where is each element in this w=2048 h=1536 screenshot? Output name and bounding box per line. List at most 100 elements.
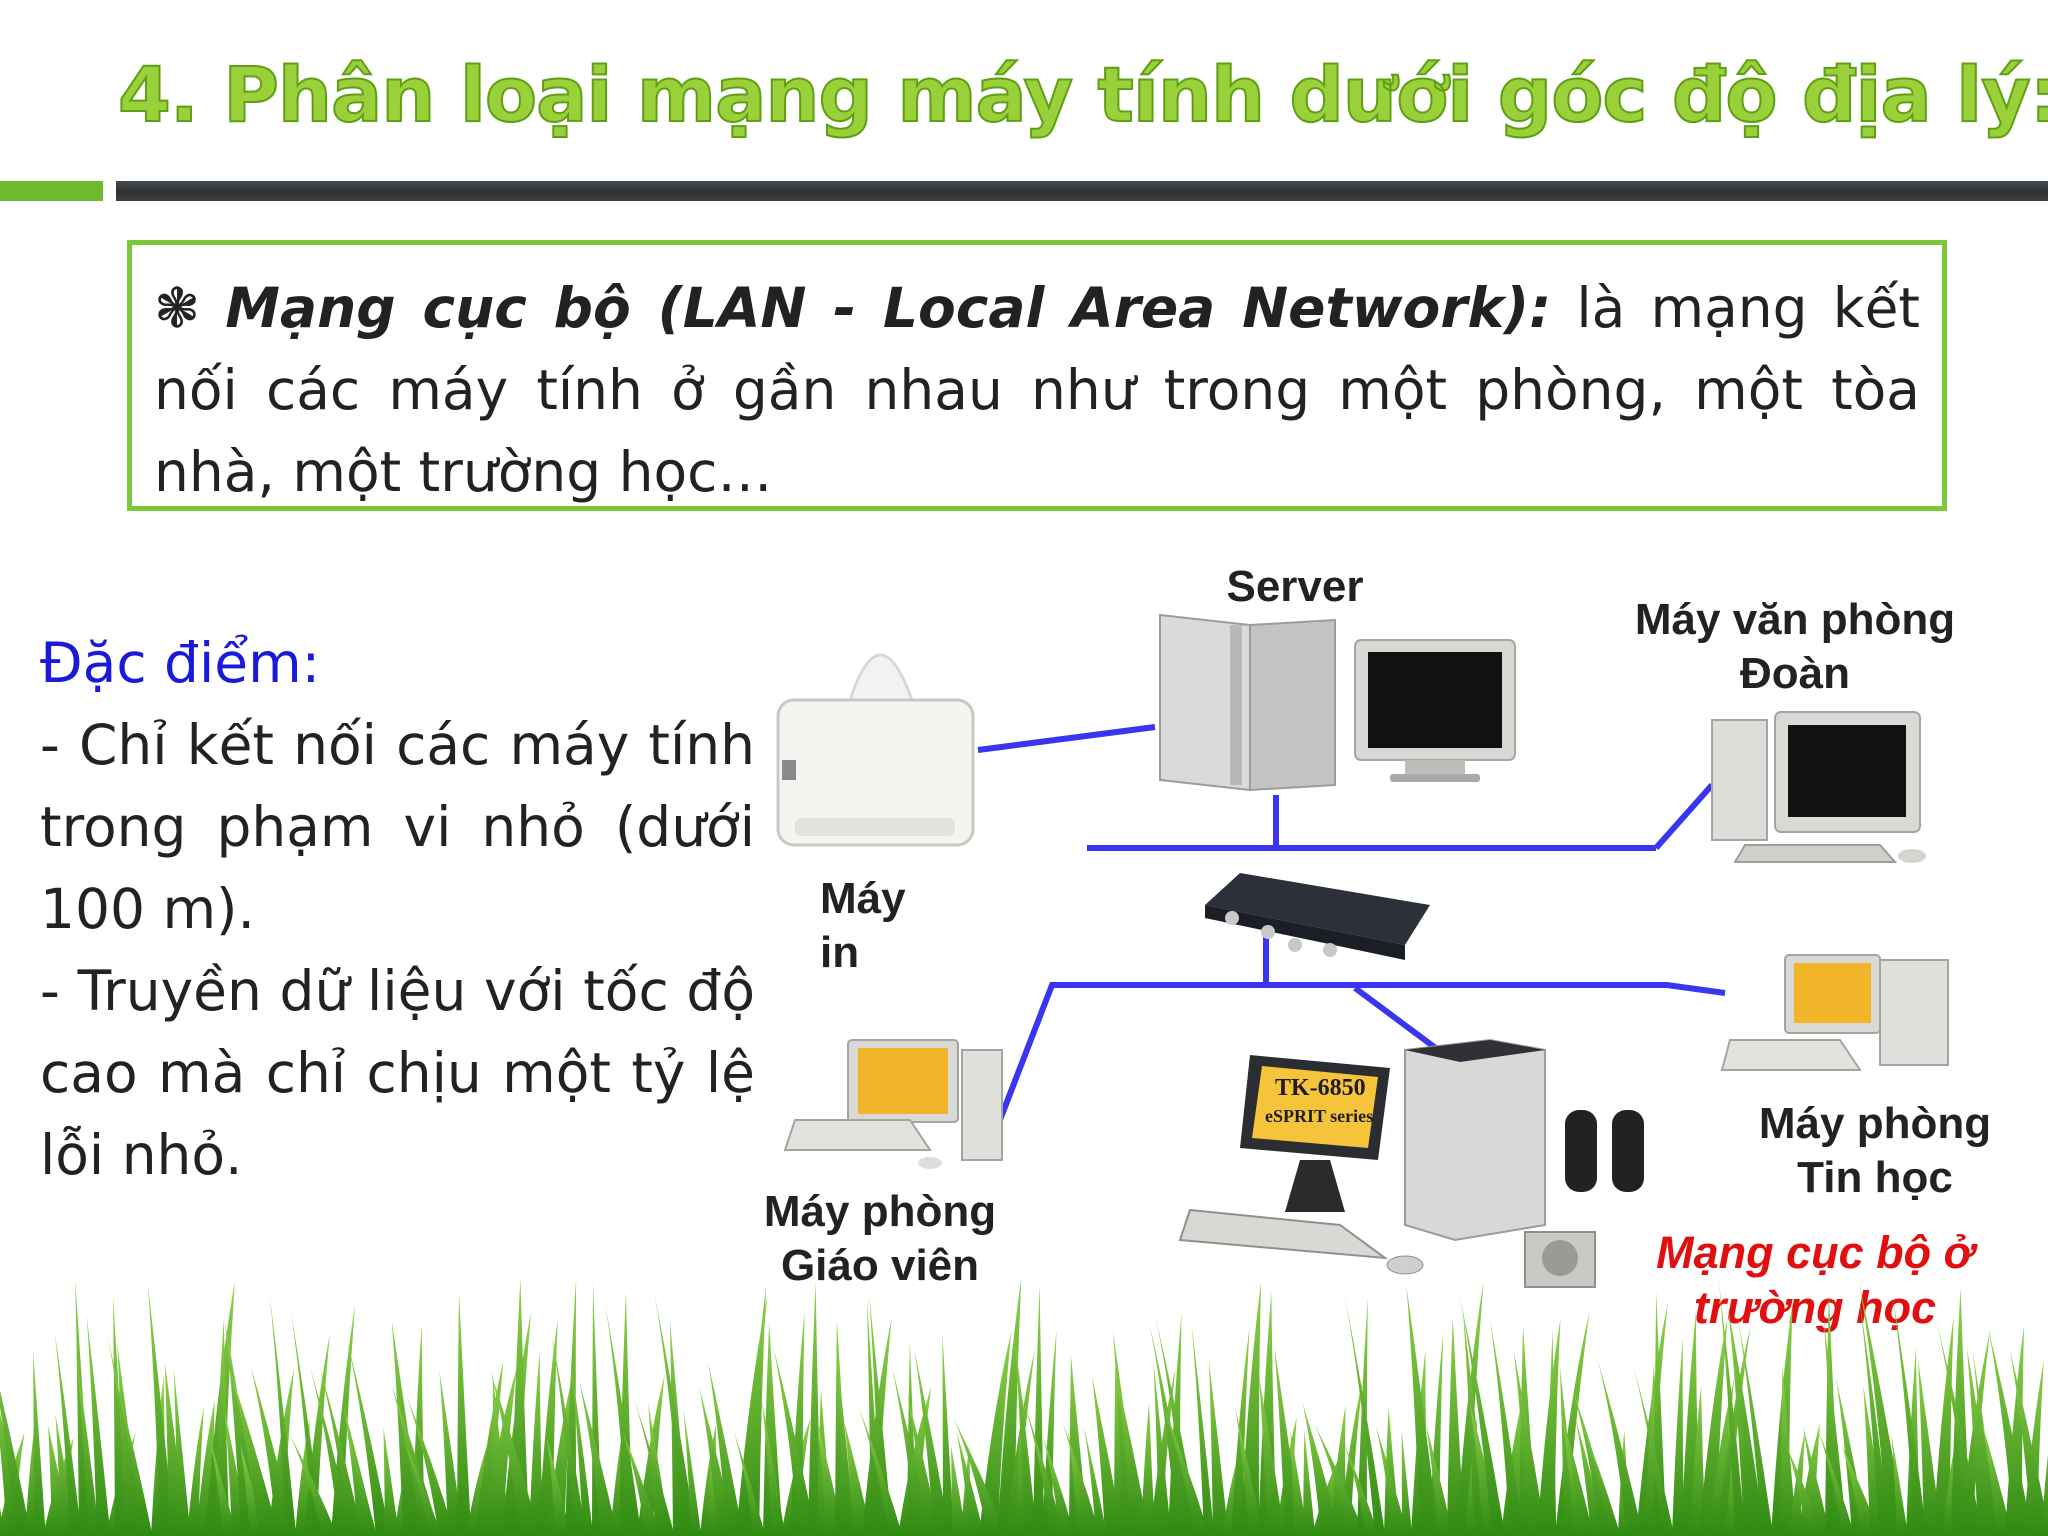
bullet-icon: ❃ (154, 276, 201, 340)
grass-blade (1209, 1361, 1229, 1536)
grass-blade (1042, 1436, 1075, 1536)
grass-blade (1546, 1329, 1557, 1536)
grass-blade (1191, 1322, 1215, 1536)
grass-blade (490, 1371, 540, 1536)
grass-blade (1083, 1426, 1108, 1536)
grass-blade (76, 1353, 100, 1536)
grass-blade (1114, 1366, 1150, 1536)
network-switch-icon (1205, 873, 1430, 960)
grass-blade (1724, 1289, 1766, 1536)
grass-blade (1823, 1316, 1847, 1536)
grass-blade (857, 1404, 903, 1536)
grass-blade (1672, 1337, 1684, 1536)
grass-blade (808, 1282, 822, 1536)
features-heading: Đặc điểm: (40, 631, 321, 695)
grass-blade (1153, 1361, 1172, 1536)
grass-blade (347, 1339, 391, 1536)
grass-blade (406, 1394, 456, 1536)
grass-blade (1988, 1328, 2033, 1536)
grass-blade (1303, 1430, 1316, 1536)
teacher-computer-icon (783, 1039, 1003, 1169)
grass-blade (550, 1330, 587, 1536)
grass-blade (1718, 1278, 1746, 1536)
monitor-series-text: eSPRIT series (1265, 1106, 1373, 1126)
grass-blade (1802, 1425, 1831, 1536)
grass-blade (230, 1371, 279, 1536)
grass-blade (956, 1430, 985, 1536)
grass-blade (383, 1427, 400, 1536)
grass-blade (2041, 1453, 2048, 1536)
grass-blade (1690, 1385, 1706, 1536)
grass-blade (1786, 1445, 1824, 1536)
printer-icon (776, 653, 975, 847)
grass-blade (1258, 1375, 1285, 1536)
grass-blade (1340, 1276, 1386, 1536)
grass-blade (1816, 1424, 1855, 1536)
grass-blade (1425, 1423, 1454, 1536)
grass-blade (86, 1314, 111, 1536)
grass-blade (1708, 1378, 1735, 1536)
lab-computer-label: Máy phòng Tin học (1758, 1099, 1992, 1202)
lab-computer-icon (1720, 954, 1949, 1071)
grass-blade (953, 1417, 1007, 1536)
grass-blade (1859, 1297, 1891, 1536)
grass-blade (761, 1399, 786, 1536)
definition-text: là mạng kết nối các máy tính ở gần nhau … (154, 276, 1920, 504)
grass-blade (33, 1350, 46, 1536)
server-label: Server (1226, 562, 1364, 611)
grass-blade (1578, 1415, 1621, 1536)
grass-blade (683, 1408, 702, 1536)
grass-blade (1313, 1423, 1366, 1536)
grass-blade (1891, 1289, 1927, 1536)
workstation-computer-icon: TK-6850 eSPRIT series (1178, 1038, 1644, 1288)
grass-blade (1558, 1404, 1594, 1536)
grass-blade (529, 1351, 543, 1536)
definition-term: Mạng cục bộ (LAN - Local Area Network): (225, 276, 1552, 340)
title-underline-accent (0, 181, 103, 201)
grass-blade (1375, 1425, 1408, 1536)
grass-blade (1406, 1284, 1439, 1536)
grass-blade (269, 1293, 297, 1536)
grass-blade (869, 1294, 893, 1536)
grass-blade (1597, 1359, 1644, 1536)
office-computer-label: Máy văn phòng Đoàn (1634, 595, 1956, 698)
grass-blade (1033, 1284, 1045, 1536)
grass-blade (654, 1292, 697, 1536)
grass-blade (0, 1390, 31, 1536)
grass-blade (54, 1331, 82, 1536)
grass-blade (1933, 1316, 1954, 1536)
grass-blade (546, 1437, 571, 1536)
grass-blade (210, 1441, 237, 1536)
grass-blade (708, 1362, 744, 1536)
grass-blade (1891, 1434, 1909, 1536)
grass-blade (173, 1369, 191, 1536)
grass-blade (1302, 1403, 1341, 1536)
grass-blade (1401, 1430, 1413, 1536)
grass-blade (2009, 1349, 2048, 1536)
grass-blade (630, 1389, 675, 1536)
slide-title: 4. Phân loại mạng máy tính dưới góc độ đ… (117, 49, 2048, 140)
grass-blade (457, 1291, 472, 1536)
feature-item: - Truyền dữ liệu với tốc độ cao mà chỉ c… (40, 959, 755, 1187)
grass-blade (1699, 1318, 1728, 1536)
grass-blade (1736, 1310, 1774, 1536)
title-underline-bar (116, 181, 2048, 201)
grass-blade (1935, 1317, 1983, 1536)
grass-blade (224, 1320, 261, 1536)
grass-blade (1235, 1407, 1263, 1536)
office-computer-icon (1711, 711, 1926, 863)
monitor-model-text: TK-6850 (1275, 1075, 1366, 1101)
grass-blade (1014, 1338, 1037, 1536)
grass-blade (250, 1366, 295, 1536)
grass-blade (308, 1362, 353, 1536)
grass-blade (979, 1332, 1012, 1536)
definition-box: ❃ Mạng cục bộ (LAN - Local Area Network)… (127, 240, 1947, 511)
grass-blade (1141, 1402, 1156, 1536)
grass-blade (1024, 1404, 1065, 1536)
grass-blade (289, 1304, 324, 1536)
grass-blade (942, 1333, 954, 1536)
grass-blade (343, 1422, 378, 1536)
grass-blade (318, 1362, 363, 1536)
